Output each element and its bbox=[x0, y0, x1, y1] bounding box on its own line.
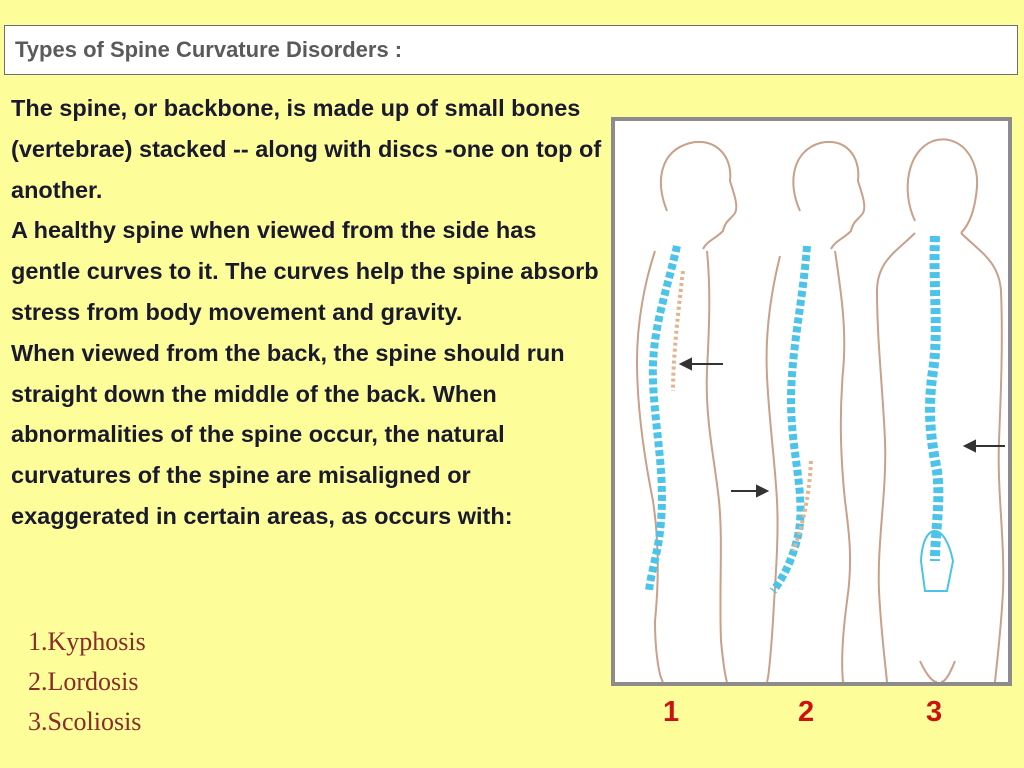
paragraph-intro: The spine, or backbone, is made up of sm… bbox=[11, 95, 602, 203]
arrow-right-icon bbox=[731, 484, 770, 498]
title-bar: Types of Spine Curvature Disorders : bbox=[4, 25, 1018, 75]
paragraph-healthy-spine: A healthy spine when viewed from the sid… bbox=[11, 217, 599, 325]
figure-label-2: 2 bbox=[798, 696, 815, 728]
arrow-left-icon bbox=[678, 357, 723, 371]
disorder-list: 1.Kyphosis 2.Lordosis 3.Scoliosis bbox=[28, 622, 146, 742]
scoliosis-spine bbox=[919, 235, 955, 592]
scoliosis-figure bbox=[875, 138, 1005, 682]
kyphosis-figure bbox=[635, 140, 738, 682]
spine-illustration: 1 2 3 bbox=[611, 117, 1012, 728]
spine-figures-svg bbox=[635, 138, 1005, 682]
arrow-left-icon bbox=[962, 439, 1005, 453]
page-title: Types of Spine Curvature Disorders : bbox=[15, 37, 403, 62]
list-item-kyphosis: 1.Kyphosis bbox=[28, 627, 146, 656]
kyphosis-spine bbox=[645, 245, 685, 592]
body-text: The spine, or backbone, is made up of sm… bbox=[11, 88, 611, 537]
lordosis-spine bbox=[769, 245, 813, 594]
paragraph-abnormalities: When viewed from the back, the spine sho… bbox=[11, 339, 565, 529]
list-item-lordosis: 2.Lordosis bbox=[28, 667, 139, 696]
figure-label-3: 3 bbox=[926, 696, 943, 728]
list-item-scoliosis: 3.Scoliosis bbox=[28, 707, 142, 736]
lordosis-figure bbox=[765, 140, 866, 682]
figure-label-1: 1 bbox=[663, 696, 680, 728]
